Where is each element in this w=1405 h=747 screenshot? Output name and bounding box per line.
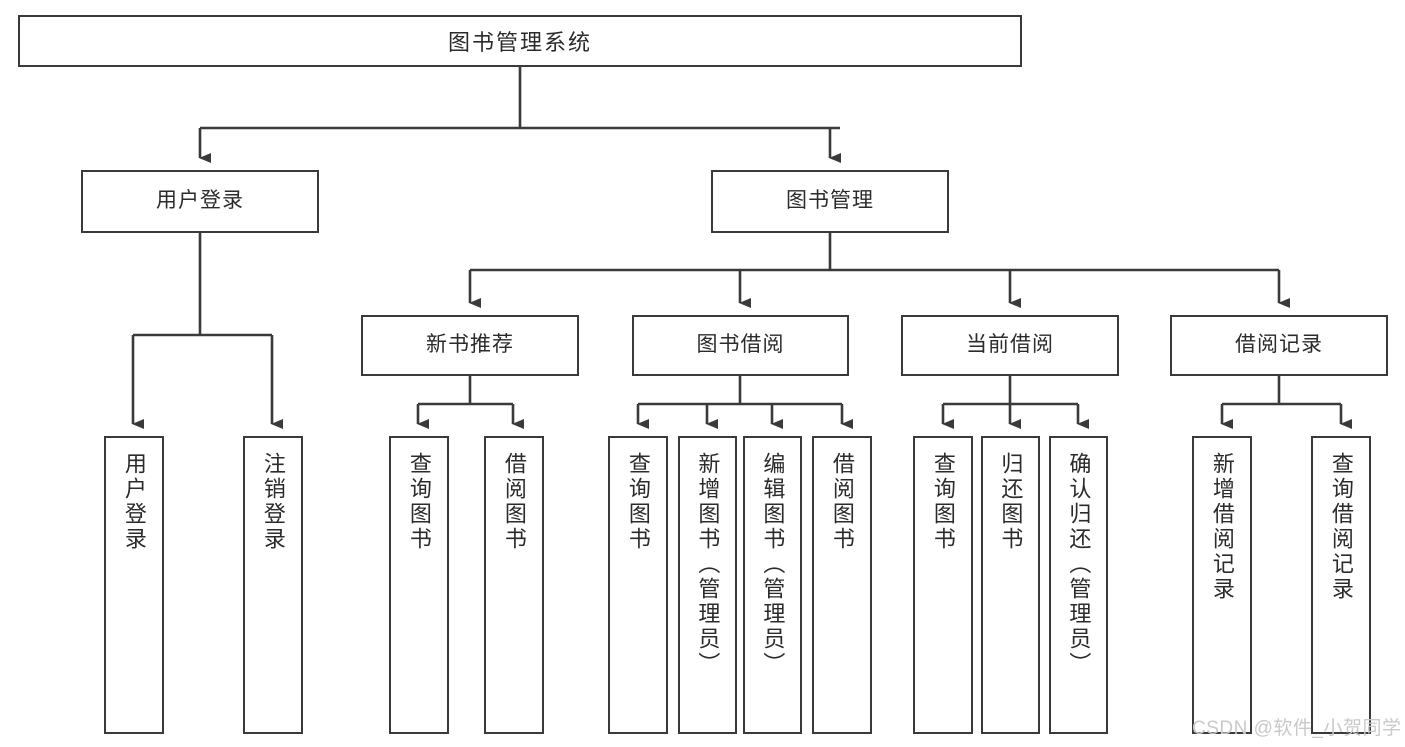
node-new-book-recommend[interactable]: 新书推荐	[361, 315, 579, 376]
leaf-borrow-add-book[interactable]: 新增图书（管理员）	[678, 436, 737, 734]
leaf-newbook-borrow[interactable]: 借阅图书	[484, 436, 544, 734]
leaf-user-login[interactable]: 用户登录	[104, 436, 164, 734]
leaf-current-confirm-return[interactable]: 确认归还（管理员）	[1049, 436, 1108, 734]
leaf-record-query[interactable]: 查询借阅记录	[1311, 436, 1371, 734]
node-borrow-record[interactable]: 借阅记录	[1170, 315, 1388, 376]
leaf-borrow-query[interactable]: 查询图书	[608, 436, 668, 734]
leaf-user-logout[interactable]: 注销登录	[243, 436, 303, 734]
node-user-login[interactable]: 用户登录	[81, 170, 319, 233]
leaf-borrow-borrow-book[interactable]: 借阅图书	[812, 436, 872, 734]
leaf-current-query[interactable]: 查询图书	[913, 436, 973, 734]
csdn-watermark: CSDN @软件_小贺同学	[1192, 718, 1402, 739]
leaf-borrow-edit-book[interactable]: 编辑图书（管理员）	[743, 436, 802, 734]
leaf-record-add[interactable]: 新增借阅记录	[1192, 436, 1252, 734]
leaf-current-return[interactable]: 归还图书	[981, 436, 1040, 734]
leaf-newbook-query[interactable]: 查询图书	[389, 436, 449, 734]
node-book-borrow[interactable]: 图书借阅	[632, 315, 849, 376]
node-root[interactable]: 图书管理系统	[18, 15, 1022, 67]
node-current-borrow[interactable]: 当前借阅	[901, 315, 1119, 376]
node-book-management[interactable]: 图书管理	[711, 170, 949, 233]
